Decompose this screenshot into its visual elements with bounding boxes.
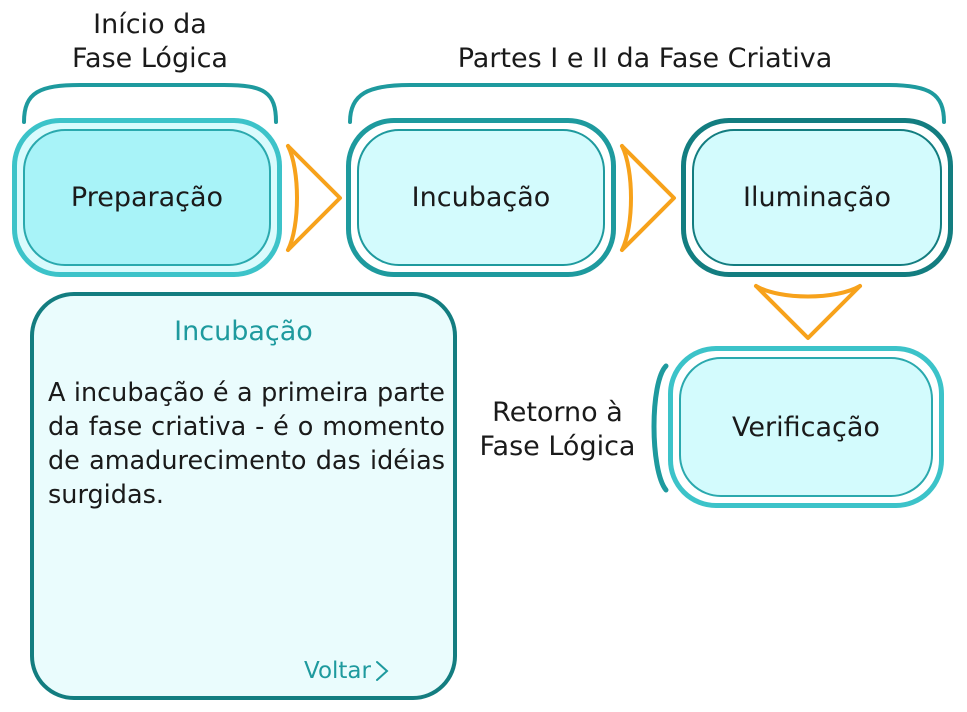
stage-incubacao[interactable]: Incubação — [346, 118, 616, 277]
bracket-retorno — [651, 363, 669, 493]
label-inicio-fase-logica: Início da Fase Lógica — [72, 9, 228, 74]
back-button[interactable]: Voltar — [304, 658, 389, 684]
stage-verificacao[interactable]: Verificação — [668, 346, 944, 508]
chevron-right-icon — [375, 661, 389, 681]
label-partes-fase-criativa: Partes I e II da Fase Criativa — [457, 43, 833, 74]
stage-label: Incubação — [357, 129, 605, 266]
back-button-label: Voltar — [304, 658, 371, 684]
arrow-down-icon — [754, 284, 862, 340]
arrow-right-icon — [620, 144, 676, 252]
stage-label: Verificação — [679, 357, 933, 497]
stage-iluminacao[interactable]: Iluminação — [681, 118, 953, 277]
stage-preparacao[interactable]: Preparação — [12, 118, 282, 277]
label-retorno-fase-logica: Retorno à Fase Lógica — [479, 397, 636, 462]
bracket-partes — [348, 83, 946, 124]
arrow-right-icon — [286, 144, 342, 252]
info-panel-body: A incubação é a primeira parte da fase c… — [48, 378, 445, 510]
info-panel: Incubação A incubação é a primeira parte… — [30, 292, 457, 700]
bracket-inicio — [22, 83, 278, 124]
info-panel-title: Incubação — [174, 316, 313, 347]
stage-label: Iluminação — [692, 129, 942, 266]
stage-label: Preparação — [23, 129, 271, 266]
